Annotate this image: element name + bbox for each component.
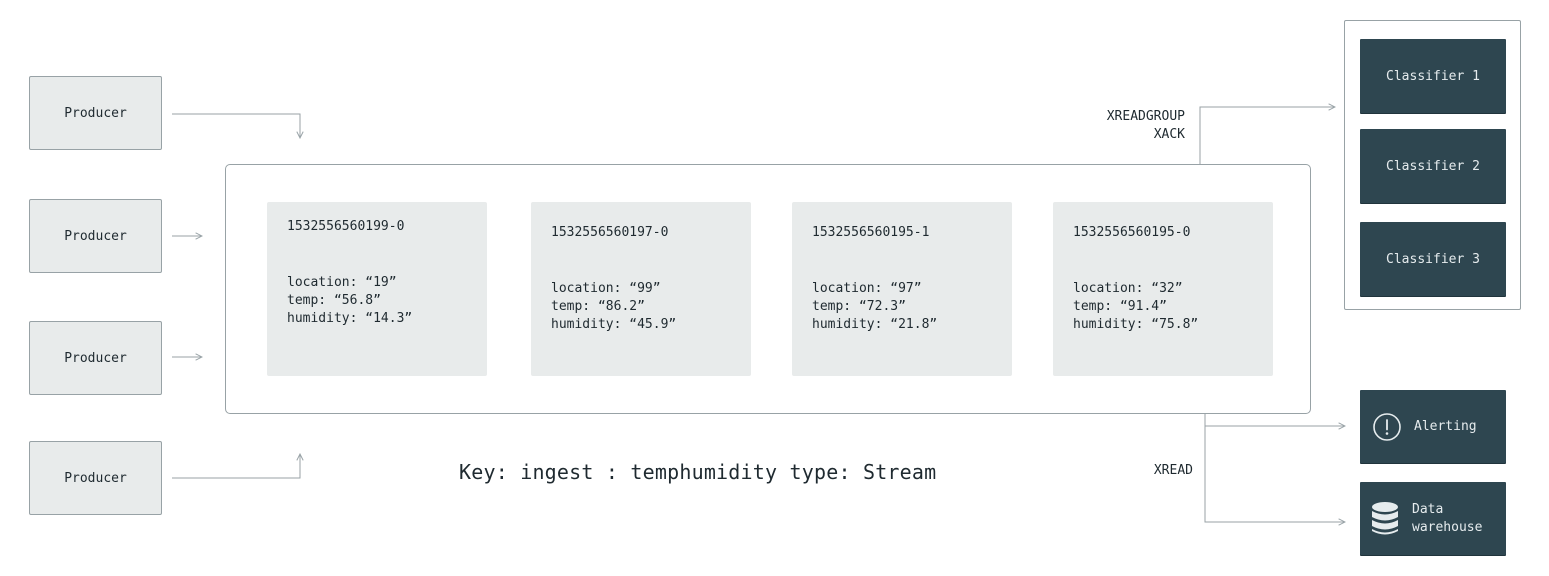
entry-location: location: “97” [812,281,922,296]
data-warehouse-label: Data warehouse [1412,501,1482,537]
producer-1: Producer [29,76,162,150]
data-warehouse-label-line1: Data [1412,501,1444,517]
stream-key-caption: Key: ingest : temphumidity type: Stream [459,460,937,484]
classifier-2-label: Classifier 2 [1386,158,1480,174]
xreadgroup-label: XREADGROUP [1106,109,1185,124]
entry-id: 1532556560195-1 [812,225,930,240]
xread-label: XREAD [1153,463,1193,478]
classifier-3: Classifier 3 [1360,222,1506,296]
producer-4-arrow [172,454,300,479]
producer-1-arrow [172,113,300,138]
alerting-label: Alerting [1414,418,1477,434]
alerting-consumer: Alerting [1360,390,1506,463]
entry-humidity: humidity: “14.3” [287,311,413,326]
entry-temp: temp: “72.3” [812,299,906,314]
entry-humidity: humidity: “75.8” [1073,317,1199,332]
classifier-2: Classifier 2 [1360,129,1506,203]
entry-temp: temp: “91.4” [1073,299,1167,314]
entry-location: location: “32” [1073,281,1183,296]
entry-id: 1532556560195-0 [1073,225,1191,240]
database-icon [1370,500,1400,538]
classifier-3-label: Classifier 3 [1386,251,1480,267]
entry-humidity: humidity: “45.9” [551,317,677,332]
stream-entry-3: 1532556560195-1 location: “97” temp: “72… [792,202,1012,376]
producer-4-label: Producer [64,470,127,486]
entry-humidity: humidity: “21.8” [812,317,938,332]
classifier-1-label: Classifier 1 [1386,68,1480,84]
producer-2: Producer [29,199,162,273]
stream-entry-2: 1532556560197-0 location: “99” temp: “86… [531,202,751,376]
stream-entry-4: 1532556560195-0 location: “32” temp: “91… [1053,202,1273,376]
data-warehouse-label-line2: warehouse [1412,519,1483,535]
xack-label: XACK [1153,127,1185,142]
entry-temp: temp: “56.8” [287,293,381,308]
entry-id: 1532556560197-0 [551,225,669,240]
data-warehouse-consumer: Data warehouse [1360,482,1506,555]
entry-location: location: “99” [551,281,661,296]
producer-3-label: Producer [64,350,127,366]
command-labels-group: XREADGROUP XACK [1107,108,1185,144]
entry-id: 1532556560199-0 [287,219,405,234]
entry-temp: temp: “86.2” [551,299,645,314]
producer-4: Producer [29,441,162,515]
stream-entry-1: 1532556560199-0 location: “19” temp: “56… [267,202,487,376]
entry-location: location: “19” [287,275,397,290]
producer-1-label: Producer [64,105,127,121]
classifier-1: Classifier 1 [1360,39,1506,113]
xread-warehouse-arrow [1204,426,1345,522]
producer-2-label: Producer [64,228,127,244]
producer-3: Producer [29,321,162,395]
alert-circle-icon [1372,412,1402,442]
